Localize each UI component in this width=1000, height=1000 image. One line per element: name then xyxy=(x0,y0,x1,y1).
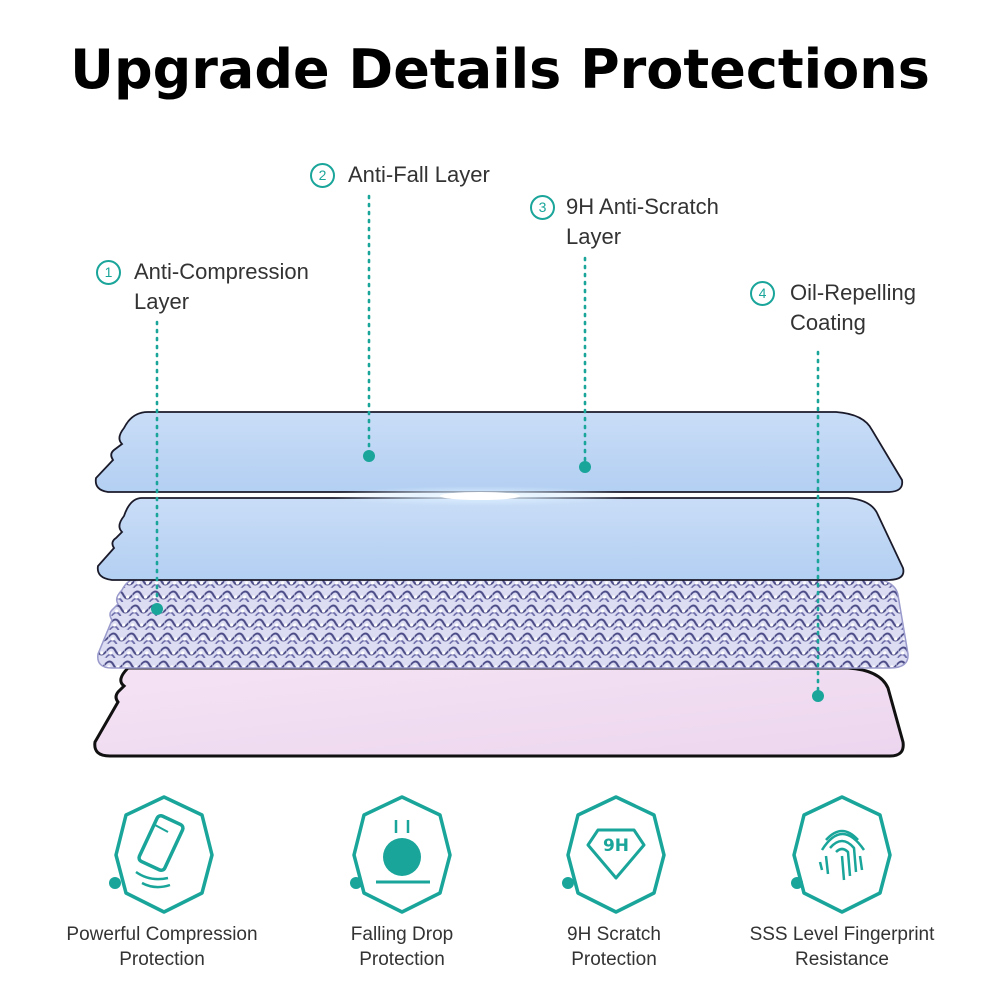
feature-label-line2: Protection xyxy=(359,949,445,970)
feature-label-fingerprint: SSS Level Fingerprint Resistance xyxy=(722,922,962,972)
feature-label-compression: Powerful Compression Protection xyxy=(42,922,282,972)
leader-dot xyxy=(363,450,375,462)
feature-label-line2: Resistance xyxy=(795,949,889,970)
layer-label-line2: Layer xyxy=(566,224,622,249)
feature-label-line1: Powerful Compression xyxy=(66,924,258,945)
page-title: Upgrade Details Protections xyxy=(70,38,930,101)
fingerprint-icon xyxy=(791,795,892,914)
anti-fall-glass-layer xyxy=(96,497,905,581)
layer-number-badge: 2 xyxy=(310,163,335,188)
layer-number-badge: 1 xyxy=(96,260,121,285)
layer-label-line2: Coating xyxy=(790,310,866,335)
oil-repelling-coating-layer xyxy=(93,666,905,758)
compression-phone-icon xyxy=(109,795,214,914)
falling-drop-icon xyxy=(350,795,452,914)
anti-scratch-glass-layer xyxy=(94,411,904,493)
layer-label-line1: Anti-Fall Layer xyxy=(348,162,490,187)
layer-label-line1: Anti-Compression xyxy=(134,259,309,284)
feature-label-line2: Protection xyxy=(571,949,657,970)
leader-dot xyxy=(151,603,163,615)
anti-compression-mesh-layer xyxy=(97,577,909,669)
layer-number-badge: 3 xyxy=(530,195,555,220)
feature-label-falling-drop: Falling Drop Protection xyxy=(282,922,522,972)
9h-shield-icon: 9H xyxy=(562,795,666,914)
layer-number-badge: 4 xyxy=(750,281,775,306)
layer-label-line1: 9H Anti-Scratch xyxy=(566,194,719,219)
leader-dot xyxy=(579,461,591,473)
feature-label-scratch: 9H Scratch Protection xyxy=(494,922,734,972)
feature-label-line1: SSS Level Fingerprint xyxy=(749,924,935,945)
feature-label-line1: 9H Scratch xyxy=(567,924,661,945)
layer-label-line1: Oil-Repelling xyxy=(790,280,916,305)
feature-label-line1: Falling Drop xyxy=(350,924,454,945)
9h-icon-text: 9H xyxy=(603,836,629,856)
leader-dot xyxy=(812,690,824,702)
layer-label-line2: Layer xyxy=(134,289,190,314)
feature-label-line2: Protection xyxy=(119,949,205,970)
